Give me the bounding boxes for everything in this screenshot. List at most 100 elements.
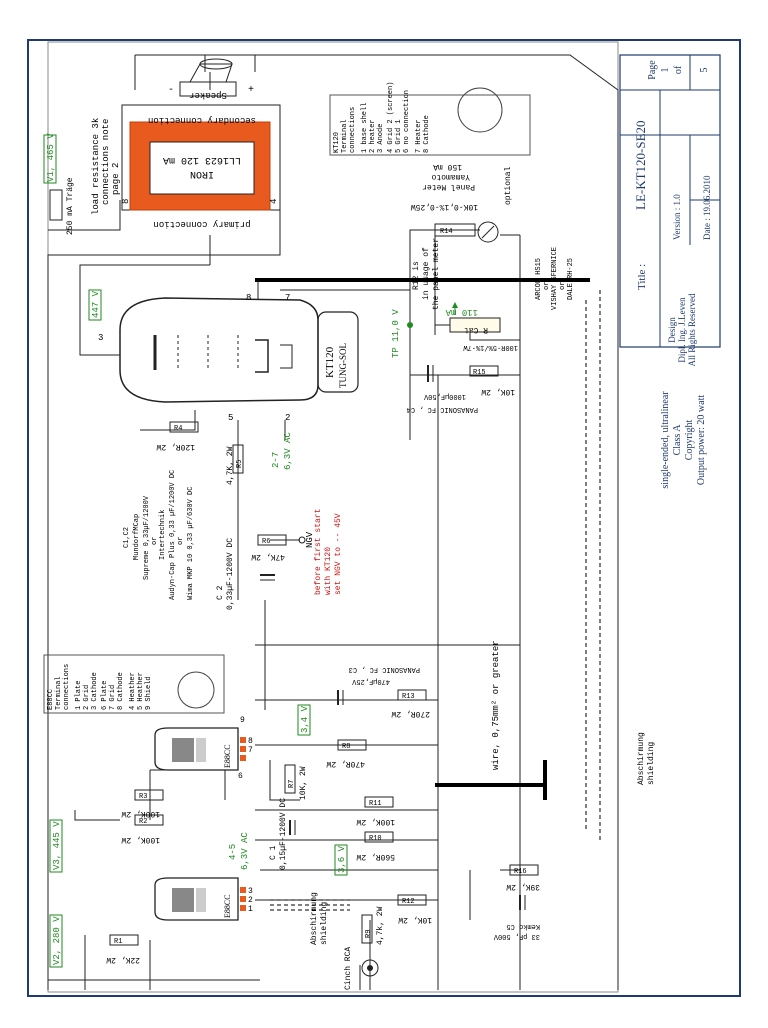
title-label: Title : [636,264,648,290]
kt120-pin-7: 7 [285,293,290,303]
panel-meter-2: Yamamoto [431,172,470,181]
page-label: Page [647,60,658,80]
arcol-4: or [559,282,567,290]
c1c2-note-8: Wima MKP 10 0,33 µF/630V DC [187,487,195,600]
e88cc-heater-voltage: 6,3V AC [240,832,250,870]
output-transformer: LL1623 120 mA IRON secondary connection … [91,104,281,229]
e88cc-terminal-7: 7 Grid [109,685,117,710]
r13-label: R13 [402,693,415,701]
e88cc-lower-name: E88CC [223,894,232,918]
page-number: 1 [660,68,671,73]
e88cc-terminal-6: 6 Plate [101,681,109,710]
e88cc-upper-pin-6: 6 [238,772,243,781]
b34-badge: 3,4 V [300,705,310,733]
e88cc-terminal-4: 2 Grid [83,685,91,710]
c3-maker: PANASONIC FC , C3 [349,665,420,673]
b36-badge: 3,6 V [337,845,347,873]
description-line-3: Copyright [684,420,695,461]
r10-value: 560R, 2W [356,852,395,861]
kt120-model: KT120 [324,346,336,378]
r2-r3-group: R3 R2 100K, 2W 100K, 2W [121,789,164,844]
c1c2-note-7: or [177,537,185,545]
transformer-type: IRON [190,168,214,179]
title-block: Page 1 of 5 Title : LE-KT120-SE20 Design… [619,54,721,489]
r9-value: 4,7k, 2W [376,906,385,945]
kt120-terminal-2: connections [349,107,357,153]
r11-resistor: R11 100K, 2W [356,796,395,826]
r16-label: R16 [514,868,527,876]
thick-wire [255,278,590,800]
c1c2-note-1: C1,C2 [123,527,131,548]
r6-value: 47K, 2W [251,552,285,561]
r10-resistor: R10 560R, 2W [356,831,395,861]
r7-resistor: R7 10K, 2W [284,764,308,800]
kt120-tube: TUNG-SOL KT120 3 8 7 5 2 2-7 6,3V AC [98,293,359,470]
r15-label: R15 [473,369,486,377]
e88cc-upper-pin-7: 7 [248,746,253,755]
speaker-minus: - [168,85,174,96]
arcol-5: DALE RH-25 [567,258,575,300]
panel-meter-1: Panel Meter [422,182,475,191]
r2-value: 100K, 2W [121,835,160,844]
transformer-note-1: load resistance 3k [91,118,101,215]
r13-value: 270R, 2W [391,709,430,718]
r1-label: R1 [114,938,122,946]
shield-label-de: Abschirmung [637,732,646,785]
r15-c4-group: R15 10K, 2W 1000µF,50V PANASONIC FC , C4 [407,365,515,413]
r6-label: R6 [262,538,270,546]
e88cc-heater-pins: 4-5 [228,844,238,860]
description-line-1: single-ended, ultralinear [660,391,671,489]
r8-label: R8 [342,743,350,751]
r4-value: 120R, 2W [156,442,195,451]
description-line-2: Class A [672,424,683,456]
r5-resistor: R5 4,7K, 2W [226,444,244,485]
arcol-3: VISHAY SFERNICE [551,247,559,310]
r7-label: R7 [288,780,296,788]
r9-label: R9 [365,930,373,938]
kt120-heater-pins: 2-7 [271,452,281,468]
kt120-terminal-9: 7 Heater [415,119,423,153]
kt120-brand: TUNG-SOL [338,343,348,388]
c4-maker: PANASONIC FC , C4 [407,405,478,413]
panel-meter-section: R14 10K-0,1%-0,25W Panel Meter Yamamoto … [411,162,575,351]
kt120-terminal-5: 3 Anode [377,124,385,153]
e88cc-lower-pin-3: 3 [248,887,253,896]
e88cc-terminal-11: 9 Shield [145,676,153,710]
e88cc-terminal-9: 4 Heather [129,672,137,710]
kt120-pin-2: 2 [285,413,290,423]
kt120-terminal-1: Terminal [341,119,349,153]
r10-label: R10 [369,835,382,843]
e88cc-upper-name: E88CC [223,744,232,768]
date-text: Date : 19.06.2010 [702,175,712,240]
kt120-pin-3: 3 [98,333,103,343]
r3-label: R3 [139,793,147,801]
r1-resistor: R1 22K, 2W [106,934,140,964]
arcol-1: ARCOL HS15 [535,258,543,300]
kt120-terminal-6: 4 Grid 2 (screen) [387,82,395,153]
kt120-terminal-box: KT120 Terminal connections 1 base shell … [329,82,531,156]
meter-note-3: the panel meter [432,238,441,310]
e88cc-terminal-0: E88CC [47,689,55,710]
speaker-label: Speaker [189,90,227,100]
v3-badge: V3, 445 V [52,821,62,870]
r11-value: 100K, 2W [356,817,395,826]
r5-value: 4,7K, 2W [226,446,235,485]
c5-value: 33 pF, 500V [493,932,540,940]
kt120-terminal-0: KT120 [333,132,341,153]
r14-label: R14 [440,228,453,236]
tp-label: TP 11,0 V [391,309,401,358]
shield-label-en-2: shielding [320,902,329,945]
transformer-note-3: page 2 [111,163,121,195]
r6-ngv-group: R6 47K, 2W NGV before first start with K… [251,509,343,595]
voltage-badges: V1, 465 V 447 V V3, 445 V V2, 280 V 3,4 … [43,133,413,968]
c2-capacitor: C 2 0,33µF-1200V DC [216,538,275,610]
kt120-terminal-10: 8 Cathode [423,115,431,153]
rca-label: Cinch RCA [344,947,353,990]
r12-value: 10K, 2W [398,915,432,924]
r1-value: 22K, 2W [106,955,140,964]
shield-label-en: shielding [647,742,656,785]
kt120-heater-voltage: 6,3V AC [283,432,293,470]
kt120-terminal-4: 2 heater [369,119,377,153]
fuse-label: 250 mA Träge [66,177,75,235]
